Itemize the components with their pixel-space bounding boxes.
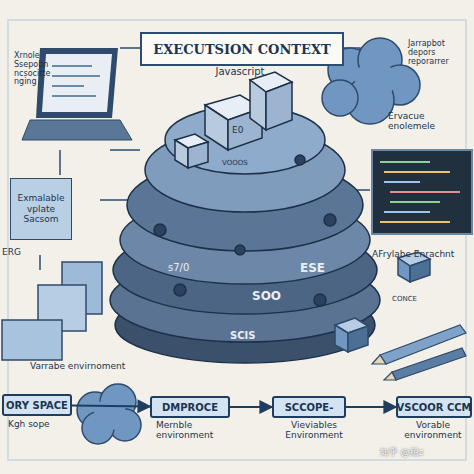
annotation-label: ESE: [300, 262, 340, 275]
annotation-label: SCIS: [230, 330, 270, 341]
annotation-label: ERG: [2, 248, 42, 258]
button-text: ORY SPACE: [6, 400, 68, 411]
scope-button: VSCOOR CCM: [396, 396, 472, 418]
annotation-label: Mernble environment: [156, 421, 236, 441]
scope-button: SCCOPE-: [272, 396, 346, 418]
annotation-label: E0: [232, 126, 262, 136]
annotation-label: SOO: [252, 290, 292, 303]
flow-arrow: [346, 406, 396, 408]
code-screen: [372, 150, 472, 234]
annotation-label: s7/0: [168, 262, 208, 273]
button-text: SCCOPE-: [285, 402, 334, 413]
annotation-label: Vieviables Environment: [266, 421, 362, 441]
annotation-label: Varrabe envirnoment: [30, 362, 140, 372]
watermark: 知乎 @殖z: [380, 448, 474, 458]
frame-line: [8, 20, 466, 460]
button-text: VSCOOR CCM: [396, 402, 471, 413]
flow-arrow: [230, 406, 272, 408]
block-text: Exmalable vplate Sacsom: [13, 193, 69, 224]
title-box: EXECUTSION CONTEXT: [140, 32, 344, 66]
annotation-label: Xrnole Ssepobn ncsocitte nging: [14, 52, 44, 87]
pencils: [372, 325, 466, 380]
memory-blocks: [2, 262, 102, 360]
small-cloud: [77, 384, 141, 444]
annotation-label: Jarrapbot depors reporarrer: [408, 40, 472, 66]
scope-button: DMPROCE: [150, 396, 230, 418]
title-text: EXECUTSION CONTEXT: [153, 42, 330, 57]
annotation-label: Ervacue enolemele: [388, 112, 472, 132]
flow-arrow: [72, 405, 150, 406]
annotation-label: CONCE: [392, 296, 432, 304]
annotation-label: AFrylabe Enrachnt: [372, 250, 472, 260]
annotation-label: VOOOS: [222, 160, 272, 168]
scope-button: ORY SPACE: [2, 394, 72, 416]
annotation-label: Javascript: [170, 66, 310, 77]
stacked-data-core: [110, 72, 380, 363]
memory-block: Exmalable vplate Sacsom: [10, 178, 72, 240]
annotation-label: Vorable environment: [392, 421, 474, 441]
annotation-label: Kgh sope: [8, 420, 68, 430]
button-text: DMPROCE: [162, 402, 218, 413]
